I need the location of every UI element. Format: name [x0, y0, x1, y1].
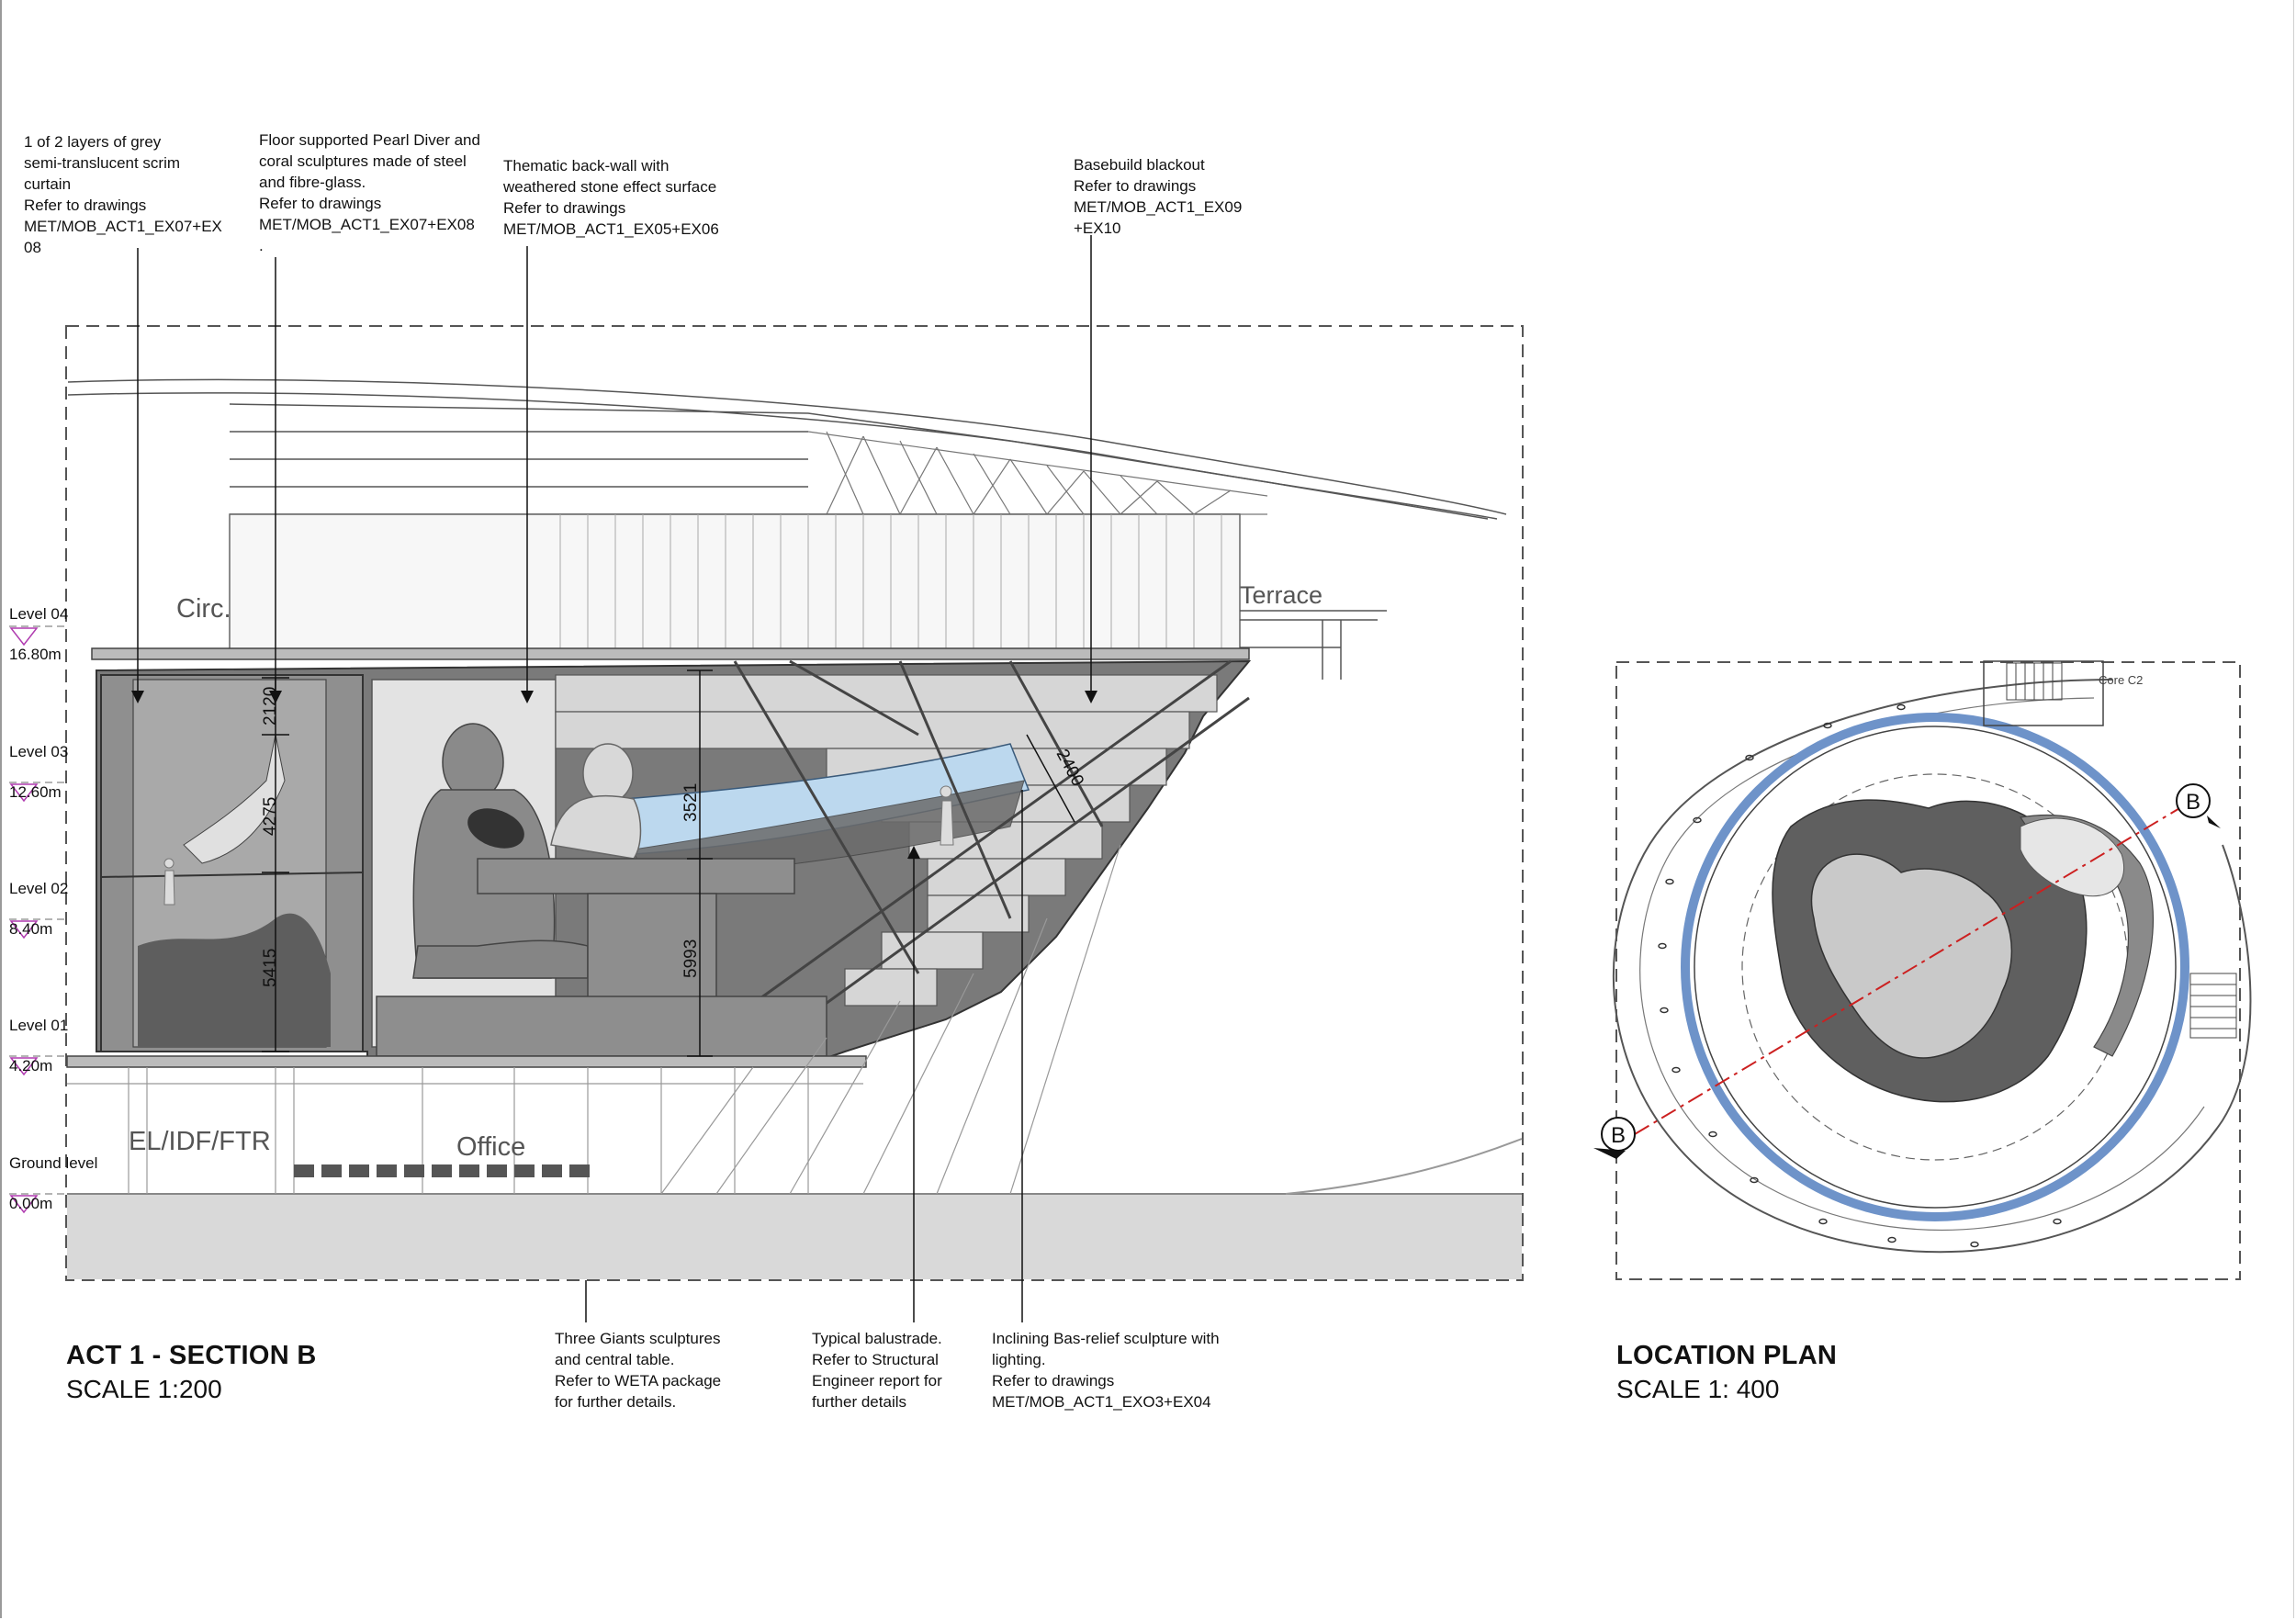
ground-level-label: Ground level 0.00m — [9, 1133, 97, 1234]
pearl-diver-figure — [183, 734, 286, 864]
plan-column-dots — [1658, 703, 2062, 1248]
plan-ring-inner — [1694, 726, 2177, 1209]
plan-blue-ring — [1681, 713, 2189, 1221]
dim-2120: 2120 — [261, 687, 280, 726]
note-bas-relief: Inclining Bas-relief sculpture with ligh… — [992, 1330, 1220, 1411]
level-01-name: Level 01 — [9, 1017, 69, 1034]
level-03-label: Level 03 12.60m — [9, 722, 68, 823]
level-02-name: Level 02 — [9, 880, 69, 897]
level-04-name: Level 04 — [9, 605, 69, 623]
plan-frame — [1615, 661, 2241, 1280]
seating-podium — [376, 996, 827, 1057]
level-03-name: Level 03 — [9, 743, 69, 760]
location-plan — [1612, 660, 2252, 1254]
dim-3521: 3521 — [681, 783, 701, 822]
level-02-elevation: 8.40m — [9, 920, 53, 938]
roof-canopy — [67, 378, 1507, 520]
level-lines — [9, 625, 66, 1195]
level-04-label: Level 04 16.80m — [9, 584, 68, 685]
landscape-slope — [1285, 1138, 1523, 1195]
scale-figure-2 — [163, 858, 175, 906]
coral-sculpture — [138, 913, 331, 1047]
level-01-label: Level 01 4.20m — [9, 996, 68, 1097]
dimension-lines — [262, 669, 1075, 1057]
level-04-elevation: 16.80m — [9, 646, 62, 663]
ground-level-elevation: 0.00m — [9, 1195, 53, 1212]
plan-marker-b-upper — [2176, 783, 2221, 828]
plan-core-label: Core C2 — [2099, 673, 2143, 687]
plan-stair — [2006, 662, 2063, 701]
level-01-elevation: 4.20m — [9, 1057, 53, 1074]
plan-scale: SCALE 1: 400 — [1616, 1375, 1780, 1403]
lower-slope-structure — [660, 844, 1121, 1195]
terrace-balcony — [1240, 610, 1387, 680]
room-circ: Circ. — [176, 594, 231, 624]
plan-stair-2 — [2189, 973, 2237, 1039]
giant-figure-2 — [550, 743, 642, 860]
note-scrim-curtain: 1 of 2 layers of grey semi-translucent s… — [24, 133, 222, 256]
plan-pool — [2020, 817, 2125, 897]
dim-5415: 5415 — [261, 949, 280, 987]
level-04-slab — [91, 647, 1250, 660]
central-table — [477, 858, 795, 894]
ground-level-name: Ground level — [9, 1154, 98, 1172]
level-04-facade — [229, 513, 1241, 653]
room-elidf: EL/IDF/FTR — [129, 1127, 271, 1156]
dim-5993: 5993 — [681, 939, 701, 978]
facade-mullions — [559, 514, 1222, 652]
plan-giants-cluster — [1810, 853, 2013, 1059]
plan-section-cut — [1634, 798, 2196, 1135]
dim-4275: 4275 — [261, 797, 280, 836]
level-03-elevation: 12.60m — [9, 783, 62, 801]
note-basebuild-blackout: Basebuild blackout Refer to drawings MET… — [1074, 156, 1243, 237]
note-three-giants: Three Giants sculptures and central tabl… — [555, 1330, 722, 1411]
section-title: ACT 1 - SECTION B — [66, 1341, 317, 1370]
diver-floor-line — [100, 872, 364, 878]
plan-marker-b-lower — [1593, 1117, 1636, 1159]
inclined-truss — [679, 659, 1250, 1058]
section-scale: SCALE 1:200 — [66, 1375, 222, 1403]
room-terrace: Terrace — [1240, 581, 1322, 609]
level-triangles — [9, 627, 39, 1214]
plan-outer-building — [1612, 679, 2252, 1254]
note-back-wall: Thematic back-wall with weathered stone … — [503, 157, 719, 238]
note-balustrade: Typical balustrade. Refer to Structural … — [812, 1330, 942, 1411]
scale-figure-1 — [940, 785, 954, 846]
stepped-seating — [555, 674, 1218, 1007]
fan-prop — [467, 808, 524, 849]
note-pearl-diver: Floor supported Pearl Diver and coral sc… — [259, 131, 480, 254]
ground-mass — [67, 1194, 1522, 1279]
lower-floor-columns — [67, 1067, 863, 1194]
plan-marker-b-upper-label: B — [2186, 790, 2200, 815]
leader-arrowheads — [131, 691, 1097, 859]
section-frame — [65, 325, 1524, 1281]
office-desks — [294, 1164, 590, 1177]
leader-lines — [137, 235, 1092, 1322]
plan-core-c2 — [1983, 660, 2104, 726]
table-pedestal — [587, 893, 717, 1005]
level-02-label: Level 02 8.40m — [9, 859, 68, 960]
plan-title: LOCATION PLAN — [1616, 1341, 1838, 1370]
plan-marker-b-lower-label: B — [1611, 1123, 1626, 1148]
level-01-slab — [66, 1055, 867, 1068]
room-office: Office — [456, 1132, 525, 1162]
